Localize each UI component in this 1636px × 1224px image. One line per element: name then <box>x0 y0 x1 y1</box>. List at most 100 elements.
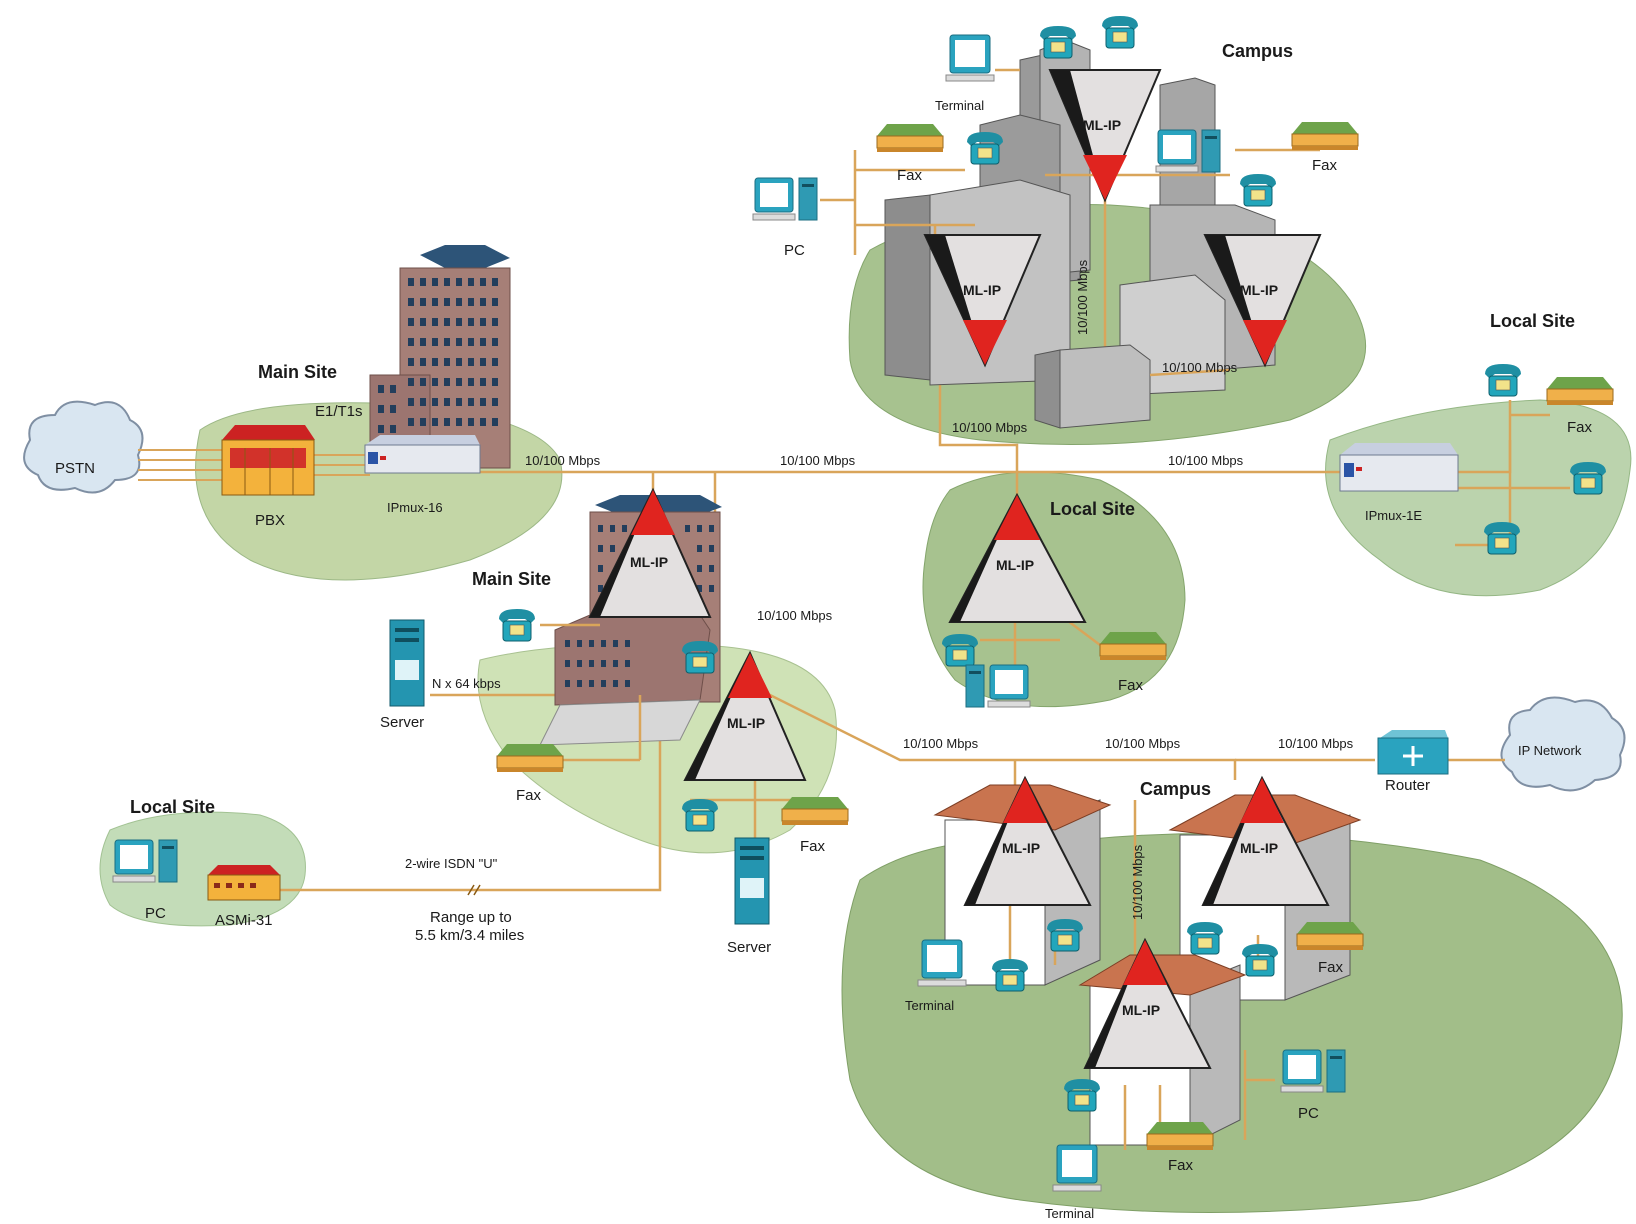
main-site-top-tower <box>369 245 511 471</box>
campus-top-label: Campus <box>1222 41 1293 61</box>
pc-icon <box>112 839 178 883</box>
fax-icon <box>1146 1121 1214 1151</box>
phone-icon <box>966 131 1004 165</box>
ml-ip-campus-top-right: ML-IP <box>1203 234 1322 368</box>
fax-label: Fax <box>1567 419 1593 436</box>
ml-ip-label: ML-IP <box>630 554 668 570</box>
phone-icon <box>1063 1078 1101 1112</box>
main-site-center-label: Main Site <box>472 569 551 589</box>
ml-ip-campus-bottom-center: ML-IP <box>1083 937 1212 1069</box>
pstn-trunks <box>138 449 370 481</box>
pc-icon <box>752 177 818 221</box>
link-speed-to-campus-bottom: 10/100 Mbps <box>903 736 979 751</box>
phone-icon <box>1046 918 1084 952</box>
phone-icon <box>681 798 719 832</box>
ml-ip-main-site-center-lower: ML-IP <box>683 650 807 781</box>
ml-ip-label: ML-IP <box>963 282 1001 298</box>
link-speed-campus-bottom-vertical: 10/100 Mbps <box>1130 844 1145 920</box>
phone-icon <box>1239 173 1277 207</box>
fax-label: Fax <box>516 787 542 804</box>
router-label: Router <box>1385 777 1430 794</box>
ml-ip-label: ML-IP <box>1240 840 1278 856</box>
main-site-top-label: Main Site <box>258 362 337 382</box>
phone-icon <box>1186 921 1224 955</box>
fax-icon <box>876 123 944 153</box>
pbx-device <box>221 425 315 496</box>
ipmux-1e-device <box>1339 443 1459 492</box>
server-icon <box>734 837 770 925</box>
terminal-label: Terminal <box>1045 1206 1094 1221</box>
link-speed-main-top: 10/100 Mbps <box>525 453 601 468</box>
ml-ip-label: ML-IP <box>996 557 1034 573</box>
pc-label: PC <box>784 242 805 259</box>
asmi-31-label: ASMi-31 <box>215 912 273 929</box>
phone-icon <box>1039 25 1077 59</box>
ip-network-cloud: IP Network <box>1500 696 1626 792</box>
ipmux-16-label: IPmux-16 <box>387 500 443 515</box>
ml-ip-local-site-center: ML-IP <box>948 492 1087 623</box>
ml-ip-label: ML-IP <box>1122 1002 1160 1018</box>
local-site-left-label: Local Site <box>130 797 215 817</box>
link-speed-campus-bottom-right: 10/100 Mbps <box>1278 736 1354 751</box>
terminal-label: Terminal <box>905 998 954 1013</box>
local-site-right-links <box>1455 400 1570 547</box>
server-label: Server <box>380 714 424 731</box>
range-line2: 5.5 km/3.4 miles <box>415 927 524 944</box>
phone-icon <box>1101 15 1139 49</box>
ml-ip-campus-bottom-right: ML-IP <box>1201 775 1330 906</box>
pc-icon <box>965 664 1031 708</box>
range-line1: Range up to <box>430 909 512 926</box>
fax-label: Fax <box>897 167 923 184</box>
phone-icon <box>1569 461 1607 495</box>
campus-top-links <box>820 68 1320 377</box>
link-speed-main-center-vertical: 10/100 Mbps <box>757 608 833 623</box>
nx64-label: N x 64 kbps <box>432 676 501 691</box>
pstn-cloud: PSTN <box>23 400 144 494</box>
local-site-right-label: Local Site <box>1490 311 1575 331</box>
local-site-center-label: Local Site <box>1050 499 1135 519</box>
e1t1-label: E1/T1s <box>315 403 363 420</box>
phone-icon <box>1241 943 1279 977</box>
isdn-label: 2-wire ISDN "U" <box>405 856 498 871</box>
fax-label: Fax <box>1118 677 1144 694</box>
phone-icon <box>498 608 536 642</box>
phone-icon <box>1484 363 1522 397</box>
ip-network-label: IP Network <box>1518 743 1582 758</box>
ml-ip-label: ML-IP <box>1240 282 1278 298</box>
link-speed-backbone-right: 10/100 Mbps <box>1168 453 1244 468</box>
isdn-range-marker <box>467 884 481 896</box>
pbx-label: PBX <box>255 512 285 529</box>
campus-bottom-label: Campus <box>1140 779 1211 799</box>
router-device <box>1377 730 1449 775</box>
fax-label: Fax <box>800 838 826 855</box>
fax-label: Fax <box>1168 1157 1194 1174</box>
ipmux-1e-label: IPmux-1E <box>1365 508 1422 523</box>
link-speed-campus-top-uplink: 10/100 Mbps <box>952 420 1028 435</box>
ml-ip-campus-top-center: ML-IP <box>1048 69 1162 203</box>
pc-icon <box>1155 129 1221 173</box>
link-speed-campus-bottom-center: 10/100 Mbps <box>1105 736 1181 751</box>
pstn-label: PSTN <box>55 460 95 477</box>
terminal-label: Terminal <box>935 98 984 113</box>
fax-icon <box>496 743 564 773</box>
fax-icon <box>1546 376 1614 406</box>
ml-ip-label: ML-IP <box>1002 840 1040 856</box>
ml-ip-label: ML-IP <box>1083 117 1121 133</box>
phone-icon <box>941 633 979 667</box>
link-speed-campus-top-vertical: 10/100 Mbps <box>1075 259 1090 335</box>
fax-icon <box>1296 921 1364 951</box>
pc-label: PC <box>145 905 166 922</box>
pc-label: PC <box>1298 1105 1319 1122</box>
link-speed-backbone-center: 10/100 Mbps <box>780 453 856 468</box>
ml-ip-campus-top-left: ML-IP <box>923 234 1042 368</box>
fax-icon <box>781 796 849 826</box>
fax-icon <box>1099 631 1167 661</box>
pc-icon <box>1280 1049 1346 1093</box>
server-label: Server <box>727 939 771 956</box>
ipmux-16-device <box>364 435 481 474</box>
fax-icon <box>1291 121 1359 151</box>
fax-label: Fax <box>1312 157 1338 174</box>
fax-label: Fax <box>1318 959 1344 976</box>
ml-ip-label: ML-IP <box>727 715 765 731</box>
phone-icon <box>991 958 1029 992</box>
